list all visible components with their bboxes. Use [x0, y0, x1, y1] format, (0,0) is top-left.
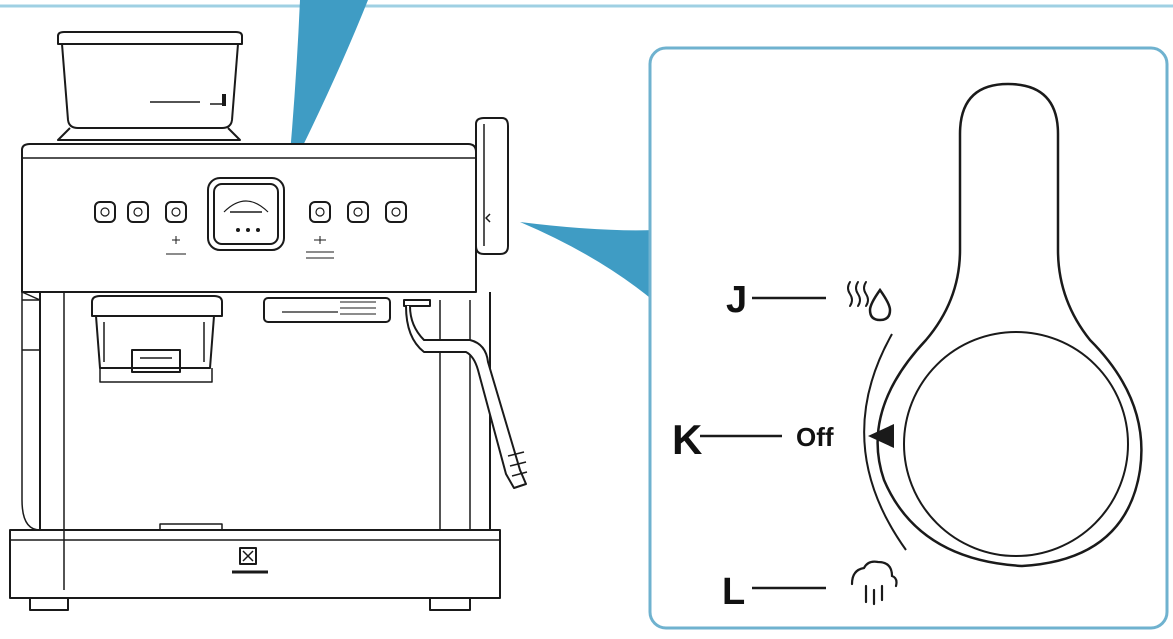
pointer-wedge-knob — [520, 222, 655, 302]
machine-lower-body — [39, 292, 491, 531]
steam-knob-detail — [876, 82, 1143, 568]
drip-tray-base — [9, 529, 501, 599]
callout-lines — [700, 296, 826, 590]
off-label: Off — [796, 422, 834, 452]
control-buttons-right — [306, 201, 407, 259]
control-buttons-left — [94, 201, 187, 255]
water-level-window — [263, 297, 391, 323]
double-shot-button — [309, 201, 331, 223]
brand-logo — [232, 547, 268, 574]
single-shot-button — [127, 201, 149, 223]
callout-letter-k: K — [672, 416, 702, 463]
knob-travel-arc — [863, 333, 907, 551]
hot-water-icon — [850, 560, 898, 606]
grind-button — [165, 201, 187, 223]
steam-wand — [403, 299, 528, 489]
espresso-machine — [9, 31, 528, 611]
steam-icon — [847, 281, 892, 322]
machine-top-housing — [21, 143, 477, 293]
temperature-button — [385, 201, 407, 223]
power-button — [94, 201, 116, 223]
steam-knob-side — [475, 117, 509, 255]
callout-letter-j: J — [726, 279, 747, 321]
pointer-wedge-display — [288, 0, 368, 176]
callout-letter-l: L — [722, 571, 745, 613]
display-panel — [207, 177, 285, 251]
bean-hopper — [57, 31, 243, 141]
portafilter — [91, 295, 223, 383]
left-side-panel — [21, 291, 41, 531]
dose-button — [347, 201, 369, 223]
pointer-arrow-icon — [868, 424, 894, 448]
